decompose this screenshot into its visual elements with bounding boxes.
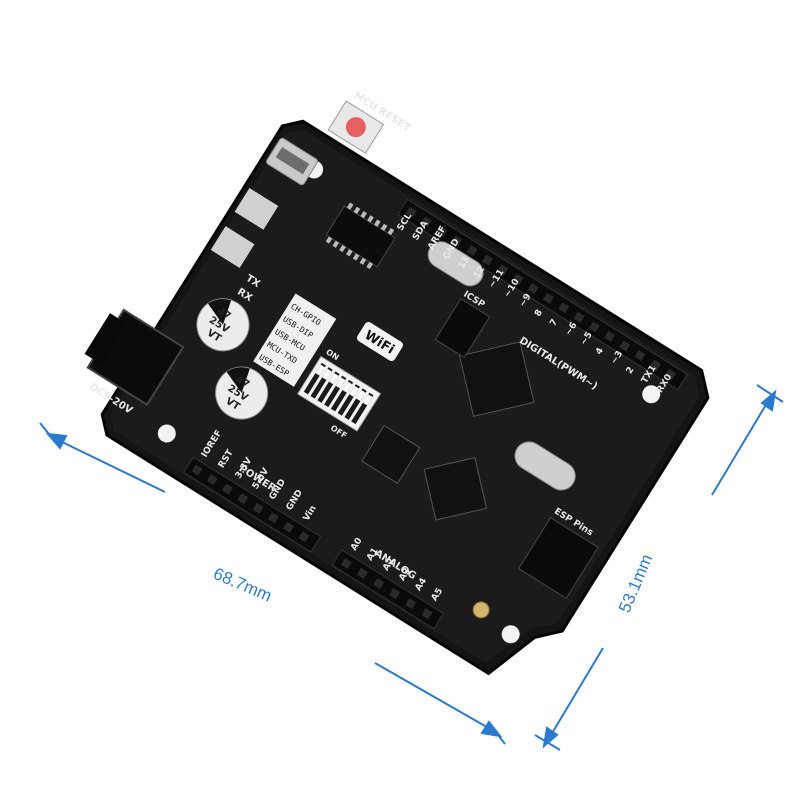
- chip-pin: [380, 223, 388, 231]
- pin-label: 7: [548, 318, 560, 329]
- chip-pin: [367, 215, 374, 223]
- header-hole: [237, 493, 249, 505]
- dip-key-slider[interactable]: [315, 364, 325, 376]
- wifi-badge: [356, 322, 403, 361]
- dip-key-slider[interactable]: [322, 368, 332, 380]
- mount-hole: [157, 424, 176, 443]
- crystal-oscillator: [514, 441, 576, 491]
- header-hole: [420, 216, 432, 228]
- width-dimension-arrow: [39, 422, 506, 745]
- chip-pin: [366, 261, 373, 270]
- depth-dimension-arrow: [534, 384, 784, 751]
- esp-chip: [423, 457, 488, 521]
- header-hole: [604, 330, 616, 342]
- header-hole: [466, 245, 478, 257]
- chip-pin: [359, 257, 367, 265]
- header-hole: [451, 235, 463, 247]
- header-hole: [421, 608, 433, 620]
- top-header-holes: [405, 206, 677, 381]
- reset-button[interactable]: [327, 100, 385, 154]
- header-hole: [372, 577, 385, 589]
- header-hole: [206, 474, 218, 486]
- icsp-header: [434, 298, 491, 359]
- mode-table: [253, 293, 337, 387]
- header-hole: [588, 321, 600, 333]
- mount-hole: [501, 625, 520, 644]
- chip-pin: [360, 211, 368, 219]
- header-hole: [252, 502, 264, 514]
- electrolytic-capacitor: 47 25V VT: [196, 298, 250, 352]
- header-hole: [665, 369, 677, 381]
- antenna-connector: [472, 601, 490, 619]
- header-hole: [222, 483, 234, 495]
- header-hole: [405, 598, 417, 610]
- dip-key-slider[interactable]: [362, 394, 373, 406]
- dip-key-slider[interactable]: [349, 385, 359, 397]
- header-hole: [512, 273, 524, 285]
- chip-pin: [325, 236, 333, 244]
- regulator: [210, 226, 255, 268]
- chip-pin: [387, 227, 395, 236]
- header-hole: [356, 567, 368, 579]
- micro-usb-slot: [275, 147, 310, 175]
- bottom-header-holes: [191, 464, 433, 620]
- header-hole: [542, 292, 555, 304]
- header-hole: [405, 206, 417, 218]
- header-hole: [267, 512, 279, 524]
- electrolytic-capacitor: 47 25V VT: [215, 366, 269, 420]
- header-hole: [619, 340, 631, 352]
- chip-pin: [332, 240, 340, 248]
- chip-pin: [339, 244, 346, 253]
- crystal-oscillator: [427, 241, 484, 287]
- dc-jack-barrel: [84, 313, 127, 365]
- header-hole: [527, 283, 539, 295]
- pin-label: 4: [594, 346, 606, 357]
- header-hole: [283, 521, 295, 533]
- header-hole: [497, 264, 509, 276]
- analog-header: [331, 549, 445, 630]
- serial-chip: [361, 424, 421, 485]
- header-hole: [191, 464, 203, 476]
- header-hole: [340, 557, 352, 569]
- chip-pin: [353, 206, 361, 214]
- header-hole: [558, 302, 570, 314]
- header-hole: [389, 588, 401, 600]
- chip-pin: [346, 202, 354, 210]
- pin-label: 8: [533, 308, 545, 319]
- header-hole: [436, 225, 448, 237]
- dip-key-slider[interactable]: [328, 373, 339, 385]
- dip-key-slider[interactable]: [335, 377, 346, 389]
- dip-key-slider[interactable]: [356, 390, 366, 402]
- header-hole: [649, 359, 661, 371]
- header-hole: [298, 531, 310, 543]
- chip-pin: [352, 253, 360, 261]
- pin-label: 2: [625, 365, 637, 376]
- pcb-board: 47 25V VT 47 25V VT WiFi MCU RESET DIG: [84, 90, 710, 676]
- header-hole: [634, 349, 646, 361]
- esp-pin-header: [518, 516, 599, 599]
- header-hole: [573, 311, 585, 323]
- mount-hole: [642, 385, 661, 404]
- regulator: [234, 188, 279, 230]
- chip-pin: [374, 219, 381, 227]
- mcu-chip: [458, 341, 535, 417]
- dip-key-slider[interactable]: [342, 381, 353, 393]
- header-hole: [481, 254, 493, 266]
- chip-pin: [346, 249, 353, 257]
